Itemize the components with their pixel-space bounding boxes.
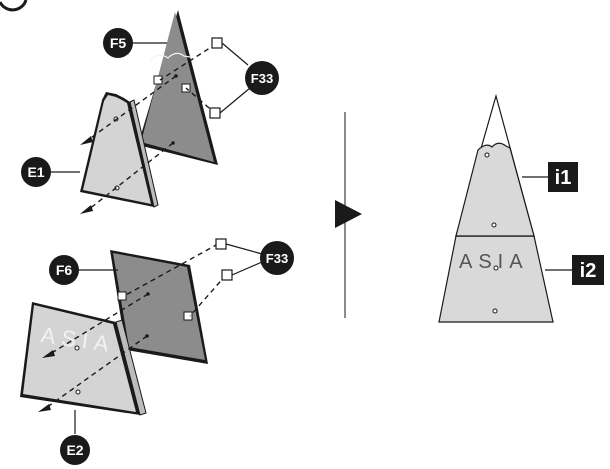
panel-f5: [138, 10, 218, 165]
callout-e2: E2: [60, 435, 90, 465]
top-assembly: [50, 10, 251, 214]
callout-f33-top: F33: [245, 61, 279, 95]
callout-e1-text: E1: [27, 164, 44, 180]
connector-f33-top: [209, 37, 223, 119]
result-assembly: ASIA: [438, 93, 572, 323]
callout-f6-text: F6: [56, 262, 73, 278]
callout-f33-bottom: F33: [260, 241, 294, 275]
right-arrow-icon: [335, 112, 362, 318]
panel-e1: [80, 92, 159, 208]
callout-i2: i2: [572, 255, 604, 285]
arrowhead-bottom-2: [38, 404, 51, 412]
result-lower-panel: ASIA: [438, 235, 554, 323]
arrowhead-top-2: [80, 205, 93, 214]
callout-f5-text: F5: [110, 35, 127, 51]
arrowhead-top-1: [80, 136, 93, 145]
dashed-guides-bottom: [45, 243, 227, 409]
callout-f33-top-text: F33: [251, 71, 273, 86]
callout-i1: i1: [548, 162, 578, 192]
callout-i2-text: i2: [580, 260, 597, 282]
callout-f5: F5: [103, 28, 133, 58]
callout-e2-text: E2: [66, 442, 83, 458]
step-badge-fragment: [0, 0, 28, 12]
panel-e2: ASIA: [20, 302, 147, 416]
bottom-assembly: ASIA: [20, 238, 263, 434]
result-print-text: ASIA: [459, 251, 529, 273]
callout-f6: F6: [49, 255, 79, 285]
arrowhead-bottom-1: [42, 350, 55, 358]
result-upper-panel: [455, 93, 535, 237]
callout-f33-bottom-text: F33: [266, 251, 288, 266]
dashed-guides-top: [87, 43, 217, 211]
callout-e1: E1: [21, 157, 51, 187]
callout-i1-text: i1: [555, 167, 572, 189]
panel-f6: [110, 250, 208, 364]
